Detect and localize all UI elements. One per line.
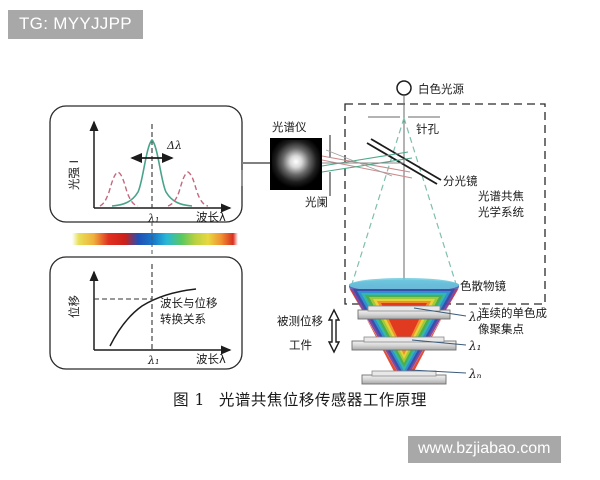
chromatic-focus-cones bbox=[349, 287, 459, 383]
beam-splitter-back-face bbox=[370, 138, 442, 181]
conversion-plot-frame bbox=[49, 256, 243, 370]
tag-badge: TG: MYYJJPP bbox=[8, 10, 143, 39]
aperture-label: 光阑 bbox=[305, 195, 328, 209]
conversion-plot: 波长与位移 转换关系 λ₁ 波长λ 位移 bbox=[49, 256, 243, 370]
caption-number: 图 1 bbox=[173, 391, 205, 409]
dispersive-lens-label: 色散物镜 bbox=[460, 279, 506, 293]
light-source-bulb bbox=[396, 80, 412, 96]
reflected-ray-bundle bbox=[321, 149, 413, 179]
intensity-plot: Δλ λ₁ 波长λ 光强 I bbox=[49, 105, 243, 225]
plate-bottom-surface bbox=[371, 370, 437, 377]
pinhole: 针孔 bbox=[368, 116, 440, 136]
displacement-indicator: 被测位移 工件 bbox=[277, 308, 341, 354]
spectrum-color-bar bbox=[72, 222, 238, 258]
leader-line-lambda1 bbox=[411, 339, 467, 346]
conversion-lambda1-label: λ₁ bbox=[147, 354, 159, 367]
beam-cone-left-edge bbox=[351, 117, 405, 285]
workpiece-plates bbox=[351, 305, 457, 385]
ray-gray-diagonal bbox=[325, 149, 393, 177]
intensity-lambda1-label: λ₁ bbox=[147, 212, 159, 225]
workpiece-plate-middle bbox=[351, 336, 457, 351]
spectrum-bar-fill bbox=[72, 233, 238, 245]
caption-text: 光谱共焦位移传感器工作原理 bbox=[218, 391, 427, 409]
delta-lambda-label: Δλ bbox=[166, 139, 182, 152]
white-light-source: 白色光源 bbox=[396, 80, 464, 96]
intensity-right-lobe-curve bbox=[167, 171, 209, 207]
conversion-x-axis-label: 波长λ bbox=[196, 352, 226, 366]
lambda1-label: λ₁ bbox=[468, 339, 481, 353]
workpiece-plate-bottom bbox=[361, 370, 447, 385]
lambdan-label: λₙ bbox=[468, 367, 482, 381]
leader-line-lambda0 bbox=[413, 307, 467, 317]
intensity-left-lobe-curve bbox=[99, 171, 139, 207]
diverging-beam-cone bbox=[351, 117, 457, 285]
leader-line-lambdan bbox=[409, 369, 467, 374]
conversion-curve bbox=[109, 288, 197, 347]
focus-note-line2: 像聚集点 bbox=[478, 322, 524, 336]
pinhole-label: 针孔 bbox=[416, 122, 439, 136]
ray-green-upper bbox=[321, 151, 409, 167]
conversion-note-line1: 波长与位移 bbox=[160, 296, 218, 310]
ray-pink-upper bbox=[321, 155, 411, 173]
beam-splitter-label: 分光镜 bbox=[443, 174, 478, 188]
spectrometer-label: 光谱仪 bbox=[272, 120, 307, 134]
spectrometer: 光谱仪 bbox=[270, 120, 322, 190]
conversion-y-axis-label: 位移 bbox=[67, 295, 81, 318]
spectrometer-glow bbox=[272, 140, 320, 188]
ray-green-lower bbox=[321, 157, 413, 173]
intensity-x-axis-label: 波长λ bbox=[196, 210, 226, 224]
displacement-double-arrow bbox=[327, 308, 341, 354]
lambda0-label: λ₀ bbox=[468, 310, 482, 324]
aperture: 光阑 bbox=[305, 135, 331, 209]
intensity-y-axis-label: 光强 I bbox=[67, 160, 81, 190]
optical-system-boundary bbox=[344, 103, 546, 305]
workpiece-label-line1: 被测位移 bbox=[277, 314, 323, 328]
plate-top-surface bbox=[367, 305, 441, 312]
focus-point-callouts: λ₀ λ₁ λₙ bbox=[409, 307, 482, 381]
intensity-main-peak-curve bbox=[111, 138, 193, 207]
beam-cone-right-edge bbox=[403, 117, 457, 285]
focus-note-line1: 连续的单色成 bbox=[478, 306, 547, 320]
optical-system-label-line2: 光学系统 bbox=[478, 205, 524, 219]
watermark-badge: www.bzjiabao.com bbox=[408, 436, 561, 463]
lens-aperture-ellipse bbox=[349, 278, 459, 292]
workpiece-plate-top bbox=[357, 305, 451, 320]
figure-caption: 图 1 光谱共焦位移传感器工作原理 bbox=[0, 388, 600, 410]
conversion-note-line2: 转换关系 bbox=[160, 312, 206, 326]
workpiece-label-line2: 工件 bbox=[289, 338, 312, 352]
optical-system-label-line1: 光谱共焦 bbox=[478, 189, 524, 203]
plate-middle-surface bbox=[363, 336, 445, 343]
light-source-label: 白色光源 bbox=[418, 82, 464, 96]
